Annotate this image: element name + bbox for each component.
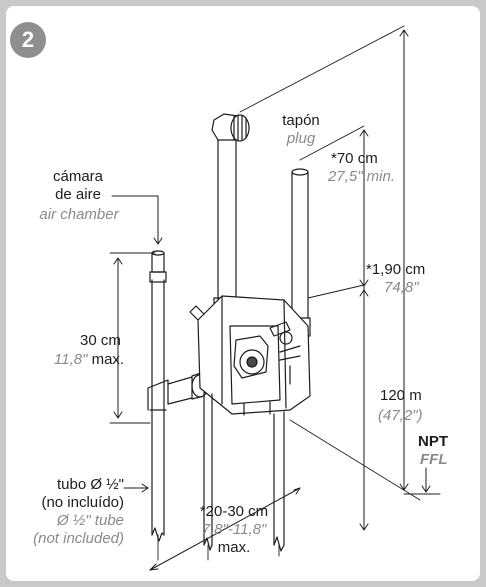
chamber-height-max: 11,8" max. — [54, 351, 124, 369]
plug-label-en: plug — [286, 130, 316, 147]
extension-lines — [109, 25, 421, 501]
left-supply-pipe — [151, 279, 165, 542]
floor-ticks — [157, 534, 280, 561]
chamber-height-value: 30 cm — [80, 332, 121, 349]
min-height-imperial: 27,5" min. — [328, 168, 396, 185]
step-number-badge: 2 — [10, 22, 46, 58]
plug-label-es: tapón — [282, 112, 320, 129]
total-height-value: *1,90 cm — [366, 261, 426, 278]
left-elbow — [147, 371, 209, 411]
lower-outlet-pipes — [203, 391, 285, 552]
chamber-height-imperial: 11,8" — [54, 351, 88, 368]
air-chamber-label-es-2: de aire — [55, 186, 101, 203]
valve-height-imperial: (47,2") — [378, 407, 423, 424]
spacing-imperial: 7,8"-11,8" — [201, 521, 267, 538]
tube-label-en-1: Ø ½" tube — [56, 512, 124, 529]
chamber-height-suffix: max. — [91, 351, 125, 368]
valve-body — [189, 295, 311, 416]
dimension-lines — [111, 29, 441, 571]
center-riser-pipe — [211, 113, 250, 316]
floor-label-en: FFL — [420, 451, 448, 468]
tube-label-en-2: (not included) — [33, 530, 124, 547]
tube-label-es-2: (no incluído) — [41, 494, 124, 511]
air-chamber-label-en: air chamber — [39, 206, 119, 223]
tube-label-es-1: tubo Ø ½" — [56, 476, 124, 493]
air-chamber-pipe — [149, 250, 167, 283]
min-height-value: *70 cm — [331, 150, 378, 167]
diagram-panel: 2 tapón plug cámara de aire air chamber … — [6, 6, 480, 581]
valve-height-value: 120 m — [380, 387, 422, 404]
installation-drawing — [109, 25, 441, 571]
spacing-value: *20-30 cm — [199, 503, 269, 520]
right-plug-pipe — [289, 168, 311, 337]
floor-label-es: NPT — [418, 433, 448, 450]
total-height-imperial: 74,8" — [384, 279, 419, 296]
air-chamber-label-es-1: cámara — [52, 168, 104, 185]
spacing-suffix: max. — [217, 539, 251, 556]
